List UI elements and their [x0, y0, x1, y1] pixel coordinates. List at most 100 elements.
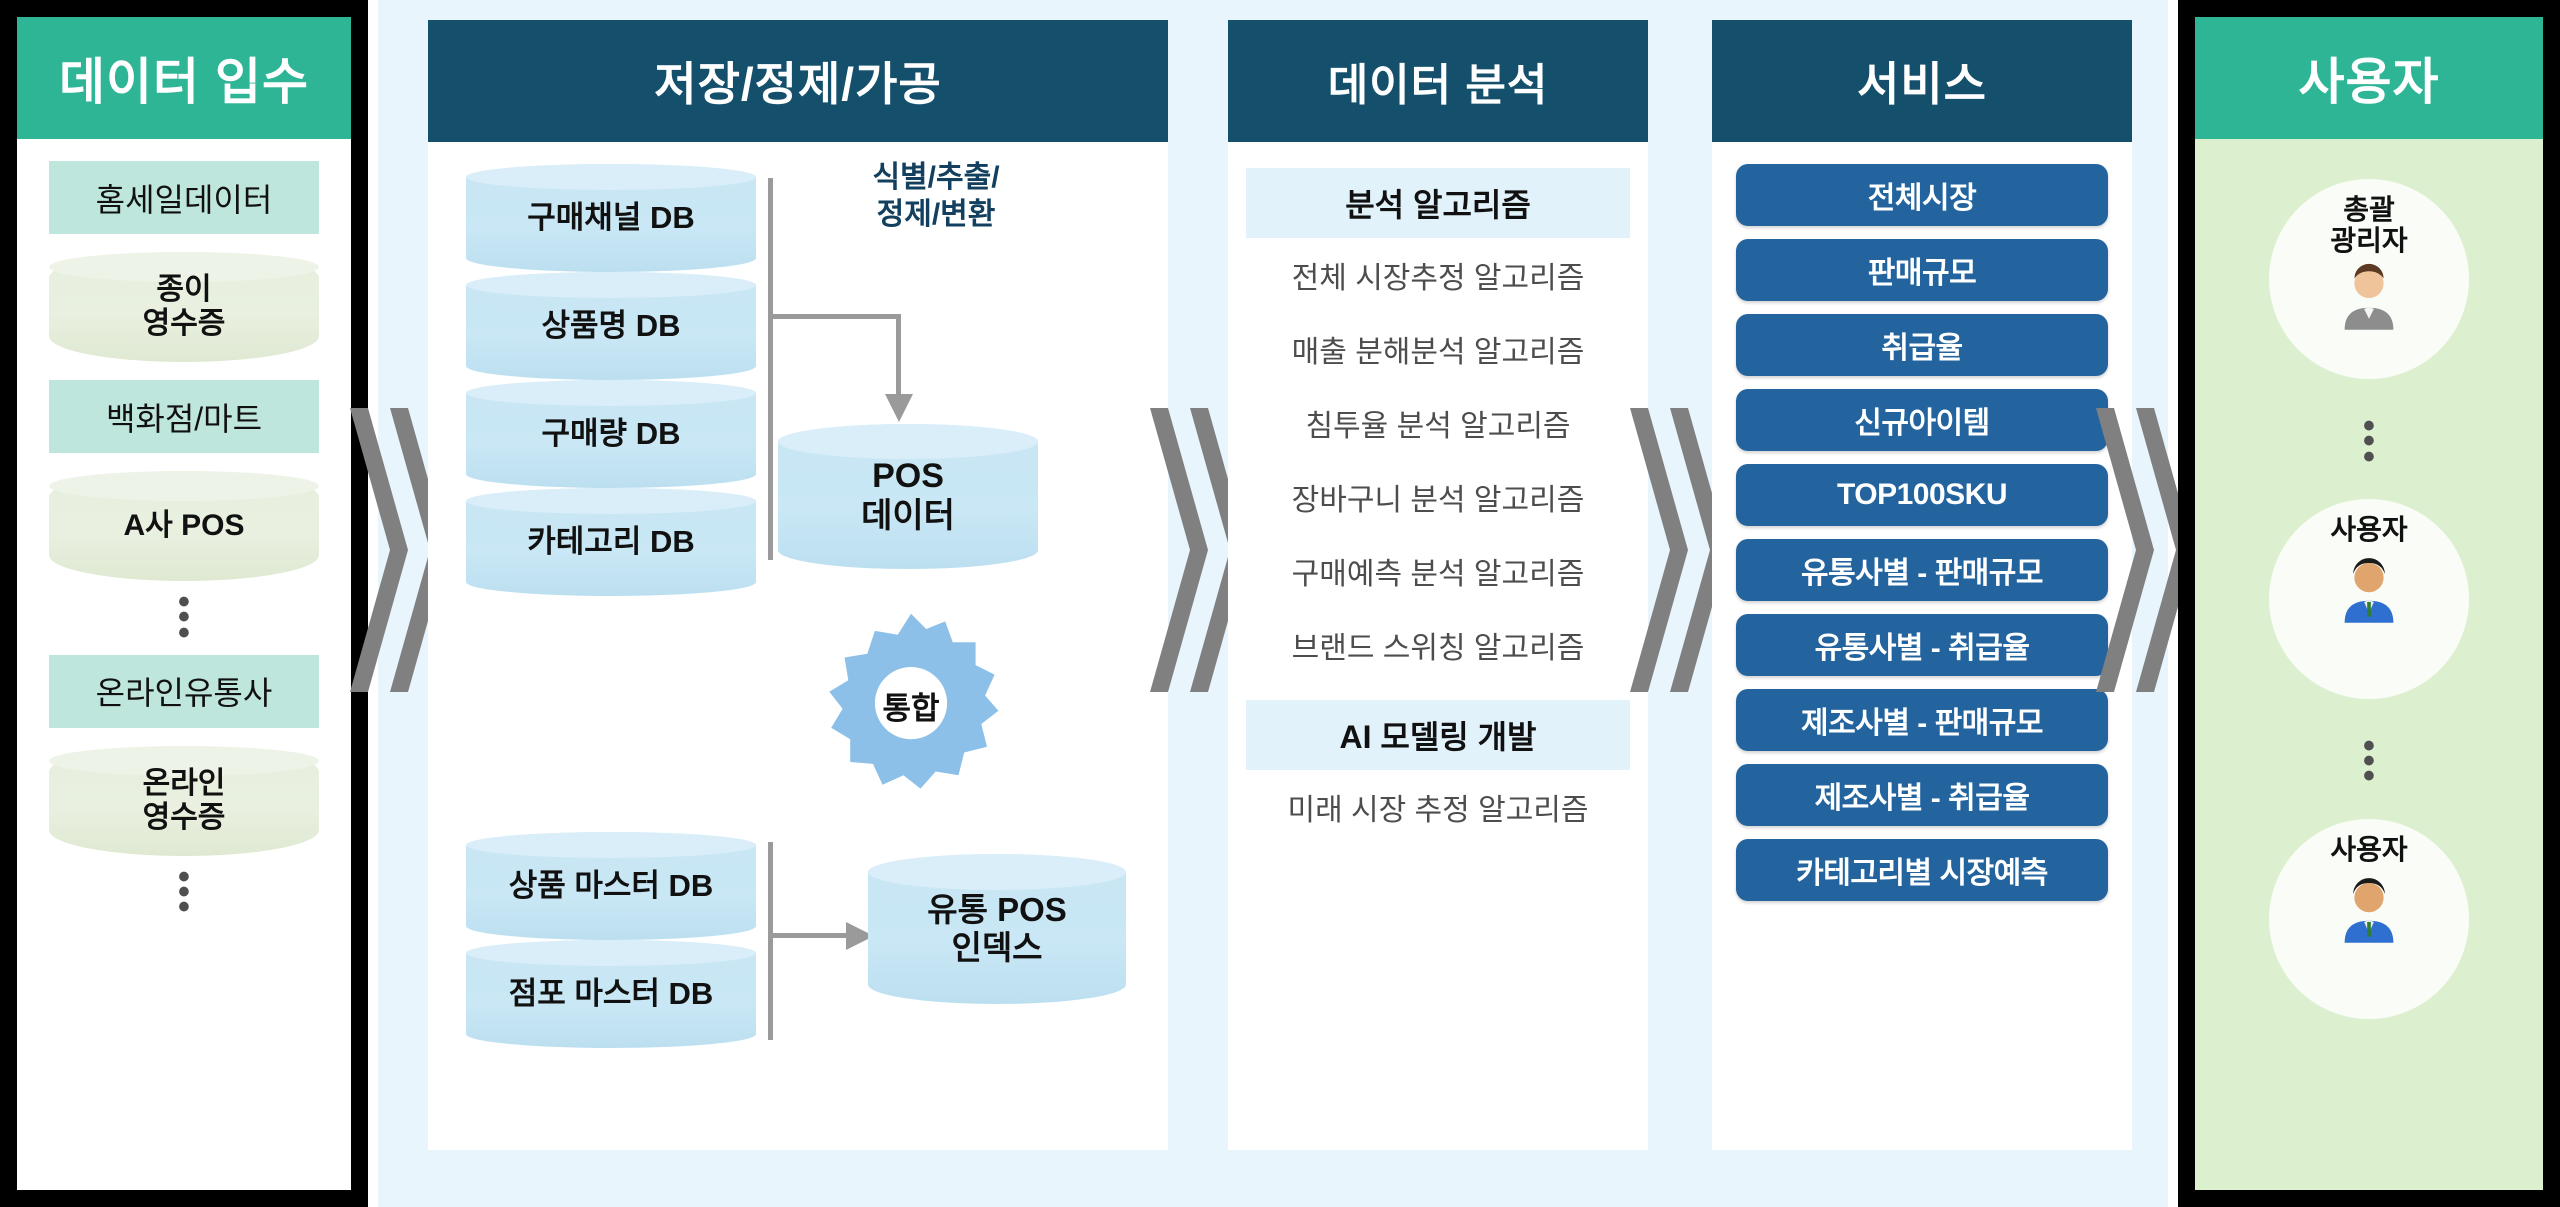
db-cylinder-retail-pos-index[interactable]: 유통 POS 인덱스 [868, 854, 1126, 1004]
flow-arrow-analysis-to-service [1628, 400, 1720, 700]
db-label-product-name: 상품명 DB [541, 308, 681, 344]
user-manager-line1: 총괄 [2343, 194, 2395, 225]
service-button-retailer-sales[interactable]: 유통사별 - 판매규모 [1736, 539, 2108, 601]
column-service-title: 서비스 [1712, 20, 2132, 142]
service-button-top100sku[interactable]: TOP100SKU [1736, 464, 2108, 526]
process-label-line2: 정제/변환 [876, 197, 996, 231]
paper-receipt-line1: 종이 [156, 273, 212, 307]
column-ingest-body: 홈세일데이터 종이 영수증 백화점/마트 A사 POS ••• 온라인유통사 온… [17, 139, 351, 1190]
paper-receipt-line2: 영수증 [142, 307, 226, 340]
analysis-item-purchase-prediction[interactable]: 구매예측 분석 알고리즘 [1291, 558, 1585, 591]
user-2-line1: 사용자 [2330, 833, 2408, 865]
db-cylinder-pos-data[interactable]: POS 데이터 [778, 424, 1038, 569]
source-label-online-retailer[interactable]: 온라인유통사 [49, 654, 319, 728]
flow-arrow-ingest-to-store [348, 400, 440, 700]
user-bubble-user-1[interactable]: 사용자 [2269, 498, 2469, 699]
analysis-item-total-market-estimation[interactable]: 전체 시장추정 알고리즘 [1291, 262, 1585, 295]
db-label-product-master: 상품 마스터 DB [508, 868, 714, 904]
service-button-category-forecast[interactable]: 카테고리별 시장예측 [1736, 839, 2108, 901]
double-chevron-icon [350, 408, 440, 692]
analysis-item-penetration-rate[interactable]: 침투율 분석 알고리즘 [1305, 410, 1571, 443]
column-analysis-title: 데이터 분석 [1228, 20, 1648, 142]
column-data-ingest: 데이터 입수 홈세일데이터 종이 영수증 백화점/마트 A사 POS ••• 온… [0, 0, 368, 1207]
user-manager-label: 총괄 광리자 [2330, 194, 2408, 257]
column-user: 사용자 총괄 광리자 ••• [2178, 0, 2560, 1207]
column-store-refine-process: 저장/정제/가공 구매채널 DB 상품명 DB 구매량 DB 카테고리 DB 식… [428, 20, 1168, 1150]
index-db-line2: 인덱스 [951, 929, 1043, 966]
user-1-line1: 사용자 [2330, 513, 2408, 545]
ingest-ellipsis-1: ••• [178, 583, 190, 652]
user-2-label: 사용자 [2330, 833, 2408, 866]
double-chevron-icon [1150, 408, 1240, 692]
bracket-line-top-vertical [768, 178, 773, 560]
service-button-maker-handling[interactable]: 제조사별 - 취급율 [1736, 764, 2108, 826]
person-icon [2344, 877, 2394, 943]
user-1-label: 사용자 [2330, 513, 2408, 546]
analysis-group-title-ai-modeling: AI 모델링 개발 [1246, 700, 1630, 770]
double-chevron-icon [2096, 408, 2186, 692]
source-label-homescale[interactable]: 홈세일데이터 [49, 161, 319, 234]
column-store-title: 저장/정제/가공 [428, 20, 1168, 142]
analysis-group-title-algorithms: 분석 알고리즘 [1246, 168, 1630, 238]
column-user-body: 총괄 광리자 ••• 사용자 [2195, 139, 2543, 1190]
column-store-body: 구매채널 DB 상품명 DB 구매량 DB 카테고리 DB 식별/추출/ 정제/… [428, 142, 1168, 1150]
pos-db-line2: 데이터 [861, 496, 955, 535]
analysis-item-brand-switching[interactable]: 브랜드 스위칭 알고리즘 [1291, 632, 1585, 665]
service-button-handling-rate[interactable]: 취급율 [1736, 314, 2108, 376]
db-cylinder-product-name[interactable]: 상품명 DB [466, 272, 756, 380]
flow-arrow-store-to-analysis [1148, 400, 1240, 700]
user-ellipsis-1: ••• [2363, 407, 2375, 476]
bracket-line-bottom-vertical [768, 842, 773, 1040]
integration-gear[interactable]: 통합 [816, 610, 1006, 800]
user-manager-line2: 광리자 [2330, 224, 2408, 256]
arrow-to-pos-db [880, 314, 920, 431]
service-button-new-item[interactable]: 신규아이템 [1736, 389, 2108, 451]
flow-arrow-service-to-user [2094, 400, 2186, 700]
user-avatar-1 [2330, 552, 2408, 635]
analysis-item-basket-analysis[interactable]: 장바구니 분석 알고리즘 [1291, 484, 1585, 517]
db-label-purchase-qty: 구매량 DB [541, 416, 681, 452]
integration-gear-label: 통합 [882, 690, 940, 726]
user-bubble-manager[interactable]: 총괄 광리자 [2269, 179, 2469, 379]
company-a-pos-line1: A사 POS [123, 509, 245, 543]
person-icon [2344, 263, 2394, 330]
column-ingest-title: 데이터 입수 [17, 17, 351, 139]
source-cylinder-online-receipt[interactable]: 온라인 영수증 [49, 745, 319, 856]
gear-icon [829, 613, 999, 789]
arrow-to-index-db [768, 917, 878, 962]
process-label-identify-extract: 식별/추출/ 정제/변환 [816, 160, 1056, 233]
arrow-down-icon [885, 314, 913, 422]
pos-db-line1: POS [872, 457, 944, 496]
db-cylinder-purchase-qty[interactable]: 구매량 DB [466, 380, 756, 488]
person-icon [2344, 557, 2394, 623]
source-label-dept-mart[interactable]: 백화점/마트 [49, 380, 319, 453]
service-button-maker-sales[interactable]: 제조사별 - 판매규모 [1736, 689, 2108, 751]
column-service-body: 전체시장 판매규모 취급율 신규아이템 TOP100SKU 유통사별 - 판매규… [1712, 142, 2132, 1150]
process-label-line1: 식별/추출/ [872, 161, 1000, 194]
column-analysis-body: 분석 알고리즘 전체 시장추정 알고리즘 매출 분해분석 알고리즘 침투율 분석… [1228, 142, 1648, 1150]
analysis-item-future-market-estimation[interactable]: 미래 시장 추정 알고리즘 [1287, 794, 1589, 827]
column-service: 서비스 전체시장 판매규모 취급율 신규아이템 TOP100SKU 유통사별 -… [1712, 20, 2132, 1150]
db-cylinder-purchase-channel[interactable]: 구매채널 DB [466, 164, 756, 272]
db-label-store-master: 점포 마스터 DB [508, 976, 714, 1012]
online-receipt-line1: 온라인 [142, 767, 226, 801]
db-label-purchase-channel: 구매채널 DB [527, 200, 695, 236]
index-db-line1: 유통 POS [927, 891, 1067, 929]
service-button-retailer-handling[interactable]: 유통사별 - 취급율 [1736, 614, 2108, 676]
source-cylinder-company-a-pos[interactable]: A사 POS [49, 471, 319, 581]
analysis-item-sales-decomposition[interactable]: 매출 분해분석 알고리즘 [1291, 336, 1585, 369]
user-ellipsis-2: ••• [2363, 726, 2375, 796]
column-data-analysis: 데이터 분석 분석 알고리즘 전체 시장추정 알고리즘 매출 분해분석 알고리즘… [1228, 20, 1648, 1150]
service-button-sales-volume[interactable]: 판매규모 [1736, 239, 2108, 301]
service-button-total-market[interactable]: 전체시장 [1736, 164, 2108, 226]
db-cylinder-product-master[interactable]: 상품 마스터 DB [466, 832, 756, 940]
db-cylinder-category[interactable]: 카테고리 DB [466, 488, 756, 596]
ingest-ellipsis-2: ••• [178, 857, 190, 927]
arrow-right-icon [768, 922, 874, 950]
db-label-category: 카테고리 DB [527, 524, 695, 560]
user-bubble-user-2[interactable]: 사용자 [2269, 818, 2469, 1019]
db-cylinder-store-master[interactable]: 점포 마스터 DB [466, 940, 756, 1048]
bracket-line-top-horizontal [768, 314, 898, 319]
source-cylinder-paper-receipt[interactable]: 종이 영수증 [49, 252, 319, 362]
